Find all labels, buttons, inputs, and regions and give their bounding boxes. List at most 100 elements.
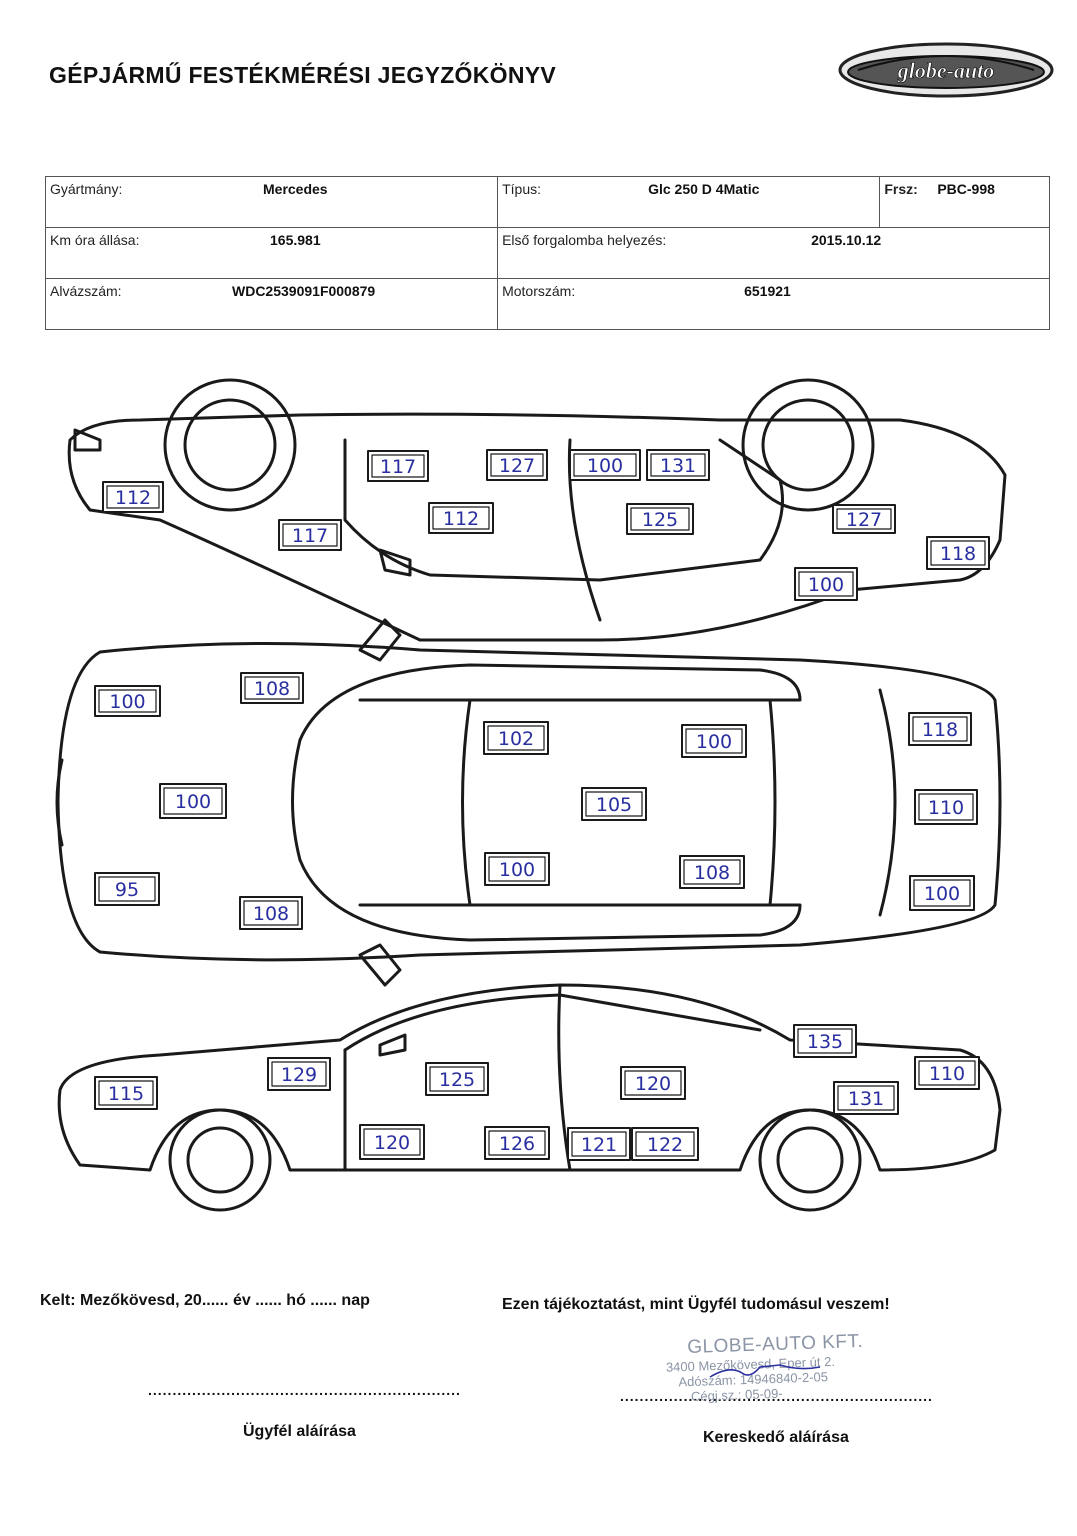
plate-cell: Frsz: PBC-998: [879, 176, 1050, 228]
measurement-box: [240, 672, 304, 704]
measurement-right-side-view-11: 100: [794, 567, 858, 601]
measurement-box: [626, 503, 694, 535]
measurement-box-inner: [836, 508, 892, 530]
dealer-signature-label: Kereskedő aláírása: [703, 1429, 849, 1446]
measurement-value: 131: [660, 455, 696, 477]
measurement-box-inner: [573, 453, 637, 477]
measurement-box: [581, 787, 647, 821]
make-cell: Gyártmány: Mercedes: [44, 176, 499, 228]
type-value: Glc 250 D 4Matic: [648, 181, 760, 197]
measurement-value: 108: [253, 903, 289, 925]
make-label: Gyártmány:: [50, 181, 123, 197]
measurement-box-inner: [98, 689, 157, 713]
measurement-box-inner: [930, 540, 986, 566]
measurement-box: [94, 872, 160, 906]
measurement-box: [793, 1024, 857, 1058]
measurement-box-inner: [163, 787, 223, 815]
measurement-box: [483, 721, 549, 755]
measurement-top-view-1: 100: [94, 685, 161, 717]
top-view: [55, 618, 1002, 987]
measurement-value: 125: [439, 1069, 475, 1091]
measurement-box: [486, 449, 548, 481]
measurement-box-inner: [490, 453, 544, 477]
measurement-value: 100: [808, 574, 844, 596]
measurement-value: 125: [642, 509, 678, 531]
measurement-left-side-view-7: 131: [833, 1081, 899, 1115]
measurement-box: [484, 852, 550, 886]
measurement-box: [679, 855, 745, 889]
measurement-box: [569, 449, 641, 481]
measurement-box-inner: [685, 728, 743, 754]
measurement-value: 105: [596, 794, 632, 816]
measurement-right-side-view-9: 127: [832, 504, 896, 534]
measurement-left-side-view-8: 120: [359, 1124, 425, 1160]
measurement-box: [914, 1056, 980, 1090]
measurement-value: 117: [380, 456, 416, 478]
measurement-value: 118: [922, 719, 958, 741]
engine-value: 651921: [744, 283, 791, 299]
measurement-top-view-12: 110: [914, 789, 978, 825]
measurement-top-view-3: 100: [159, 783, 227, 819]
measurement-box-inner: [98, 1080, 154, 1106]
measurement-value: 110: [928, 797, 964, 819]
measurement-top-view-11: 118: [908, 712, 972, 746]
measurement-box: [367, 450, 429, 482]
measurement-top-view-7: 100: [681, 724, 747, 758]
measurement-left-side-view-3: 125: [425, 1062, 489, 1096]
measurement-box: [832, 504, 896, 534]
measurement-box: [484, 1126, 550, 1160]
customer-signature-label: Ügyfél aláírása: [243, 1423, 356, 1440]
measurement-box: [620, 1066, 686, 1100]
measurement-right-side-view-3: 117: [367, 450, 429, 482]
acknowledgement-text: Ezen tájékoztatást, mint Ügyfél tudomásu…: [502, 1296, 890, 1313]
measurement-box: [681, 724, 747, 758]
first-reg-value: 2015.10.12: [811, 232, 882, 248]
measurement-value: 100: [499, 859, 535, 881]
customer-signature-line: ........................................…: [148, 1382, 460, 1398]
measurement-box: [359, 1124, 425, 1160]
measurement-value: 127: [499, 455, 535, 477]
type-label: Típus:: [502, 181, 541, 197]
measurement-box-inner: [797, 1028, 853, 1054]
measurement-right-side-view-2: 117: [278, 519, 342, 551]
place-date-line: Kelt: Mezőkövesd, 20...... év ...... hó …: [40, 1292, 370, 1309]
measurement-box-inner: [912, 716, 968, 742]
measurement-left-side-view-1: 115: [94, 1076, 158, 1110]
measurement-value: 100: [109, 691, 145, 713]
measurement-top-view-4: 95: [94, 872, 160, 906]
measurement-box-inner: [650, 453, 706, 477]
measurement-box-inner: [635, 1131, 695, 1157]
make-value: Mercedes: [263, 181, 328, 197]
plate-label: Frsz:: [884, 181, 918, 197]
measurement-right-side-view-4: 112: [428, 502, 494, 534]
measurement-right-side-view-7: 131: [646, 449, 710, 481]
measurement-box-inner: [837, 1085, 895, 1111]
measurement-top-view-9: 100: [484, 852, 550, 886]
measurement-value: 95: [115, 879, 139, 901]
measurement-value: 121: [581, 1134, 617, 1156]
measurement-value: 100: [924, 883, 960, 905]
first-reg-cell: Első forgalomba helyezés: 2015.10.12: [497, 227, 1050, 279]
measurement-value: 120: [374, 1132, 410, 1154]
engine-label: Motorszám:: [502, 283, 576, 299]
measurement-right-side-view-1: 112: [102, 481, 164, 513]
measurement-value: 129: [281, 1064, 317, 1086]
km-cell: Km óra állása: 165.981: [44, 227, 499, 279]
measurement-box-inner: [918, 1060, 976, 1086]
measurement-right-side-view-8: 125: [626, 503, 694, 535]
measurement-box: [267, 1057, 331, 1091]
km-label: Km óra állása:: [50, 232, 140, 248]
measurement-value: 100: [175, 791, 211, 813]
measurement-box: [908, 712, 972, 746]
measurement-box-inner: [585, 791, 643, 817]
measurement-box-inner: [243, 900, 299, 926]
measurement-box-inner: [432, 506, 490, 530]
measurement-box: [94, 685, 161, 717]
measurement-right-side-view-5: 127: [486, 449, 548, 481]
measurement-value: 120: [635, 1073, 671, 1095]
measurement-value: 126: [499, 1133, 535, 1155]
measurement-box-inner: [244, 676, 300, 700]
measurement-left-side-view-4: 120: [620, 1066, 686, 1100]
measurement-box-inner: [624, 1070, 682, 1096]
dealer-signature-line: ........................................…: [620, 1388, 932, 1404]
